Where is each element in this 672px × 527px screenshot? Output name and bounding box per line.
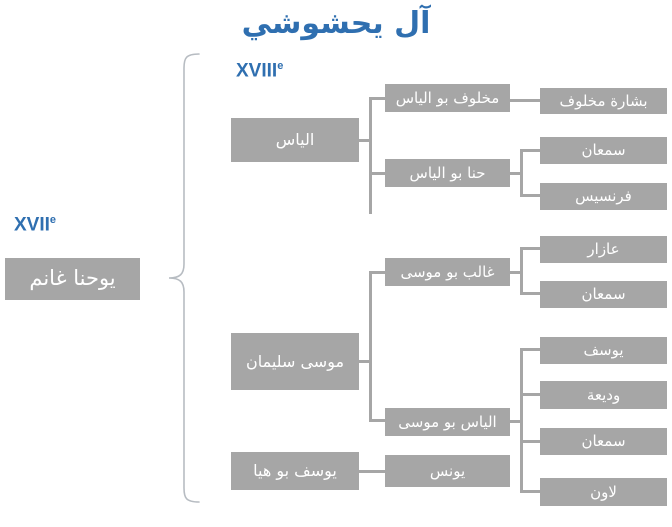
node-gen3-ghaleb-bou-moussa[interactable]: غالب بو موسى	[385, 258, 510, 286]
connector-hanna-stub	[510, 172, 522, 175]
century-roman-xvii: XVII	[14, 214, 50, 236]
node-label: الياس	[275, 130, 315, 150]
node-gen4-laoun[interactable]: لاون	[540, 478, 667, 506]
node-gen4-azar[interactable]: عازار	[540, 236, 667, 263]
node-label: عازار	[587, 240, 620, 259]
node-gen3-elias-bou-moussa[interactable]: الياس بو موسى	[385, 408, 510, 436]
connector-elias-stub	[359, 139, 371, 142]
node-gen4-semaan-1[interactable]: سمعان	[540, 137, 667, 164]
node-gen4-francis[interactable]: فرنسيس	[540, 183, 667, 210]
century-label-xvii: XVIIe	[14, 214, 56, 236]
node-gen2-moussa-soleiman[interactable]: موسى سليمان	[231, 333, 359, 390]
connector-elias-moussa-to-youssef	[520, 348, 542, 351]
connector-hanna-to-semaan	[520, 149, 542, 152]
connector-elias-moussa-spine	[520, 348, 523, 492]
connector-youssef-bou-haya-to-younes	[359, 470, 387, 473]
node-gen2-youssef-bou-haya[interactable]: يوسف بو هيا	[231, 452, 359, 490]
node-label: غالب بو موسى	[400, 262, 495, 281]
node-label: الياس بو موسى	[398, 412, 497, 431]
connector-elias-moussa-to-semaan	[520, 440, 542, 443]
century-suffix-xvii: e	[49, 214, 57, 226]
connector-elias-to-makhlouf	[369, 97, 387, 100]
connector-elias-moussa-stub	[510, 420, 522, 423]
node-gen4-bechara-makhlouf[interactable]: بشارة مخلوف	[540, 88, 667, 114]
connector-moussa-spine	[369, 271, 372, 421]
connector-ghaleb-stub	[510, 271, 522, 274]
connector-ghaleb-to-semaan	[520, 292, 542, 295]
node-label: بشارة مخلوف	[559, 91, 648, 110]
century-suffix-xviii: e	[277, 60, 284, 72]
connector-hanna-spine	[520, 149, 523, 197]
node-root-youhanna-ghanem[interactable]: يوحنا غانم	[5, 258, 140, 300]
node-label: يوحنا غانم	[29, 266, 116, 291]
node-gen4-wadiaa[interactable]: وديعة	[540, 381, 667, 409]
node-label: موسى سليمان	[245, 351, 345, 371]
page-title: آل يحشوشي	[241, 6, 431, 41]
connector-elias-moussa-to-wadiaa	[520, 393, 542, 396]
node-gen3-hanna-bou-elias[interactable]: حنا بو الياس	[385, 159, 510, 187]
connector-ghaleb-spine	[520, 247, 523, 295]
century-roman-xviii: XVIII	[236, 60, 278, 82]
node-label: فرنسيس	[575, 187, 632, 206]
node-label: مخلوف بو الياس	[395, 88, 500, 107]
node-gen4-semaan-2[interactable]: سمعان	[540, 281, 667, 308]
node-gen2-elias[interactable]: الياس	[231, 118, 359, 162]
node-label: يوسف بو هيا	[253, 461, 337, 481]
connector-hanna-to-francis	[520, 194, 542, 197]
node-gen3-younes[interactable]: يونس	[385, 455, 510, 487]
connector-makhlouf-to-bechara	[510, 99, 542, 102]
connector-elias-moussa-to-laoun	[520, 490, 542, 493]
node-label: لاون	[590, 482, 617, 501]
node-label: سمعان	[581, 285, 626, 304]
node-label: يونس	[429, 461, 466, 480]
connector-elias-to-hanna	[369, 172, 387, 175]
node-label: سمعان	[581, 432, 626, 451]
connector-ghaleb-to-azar	[520, 247, 542, 250]
century-label-xviii: XVIIIe	[236, 60, 283, 82]
connector-moussa-to-elias-bou-moussa	[369, 419, 387, 422]
node-label: سمعان	[581, 141, 626, 160]
connector-moussa-to-ghaleb	[369, 271, 387, 274]
node-label: يوسف	[583, 341, 624, 360]
node-label: حنا بو الياس	[409, 163, 486, 182]
node-gen3-makhlouf-bou-elias[interactable]: مخلوف بو الياس	[385, 84, 510, 112]
node-gen4-youssef[interactable]: يوسف	[540, 337, 667, 364]
connector-moussa-stub	[359, 360, 371, 363]
root-brace-icon	[168, 53, 200, 503]
node-label: وديعة	[586, 385, 621, 404]
connector-elias-spine	[369, 97, 372, 214]
node-gen4-semaan-3[interactable]: سمعان	[540, 428, 667, 455]
